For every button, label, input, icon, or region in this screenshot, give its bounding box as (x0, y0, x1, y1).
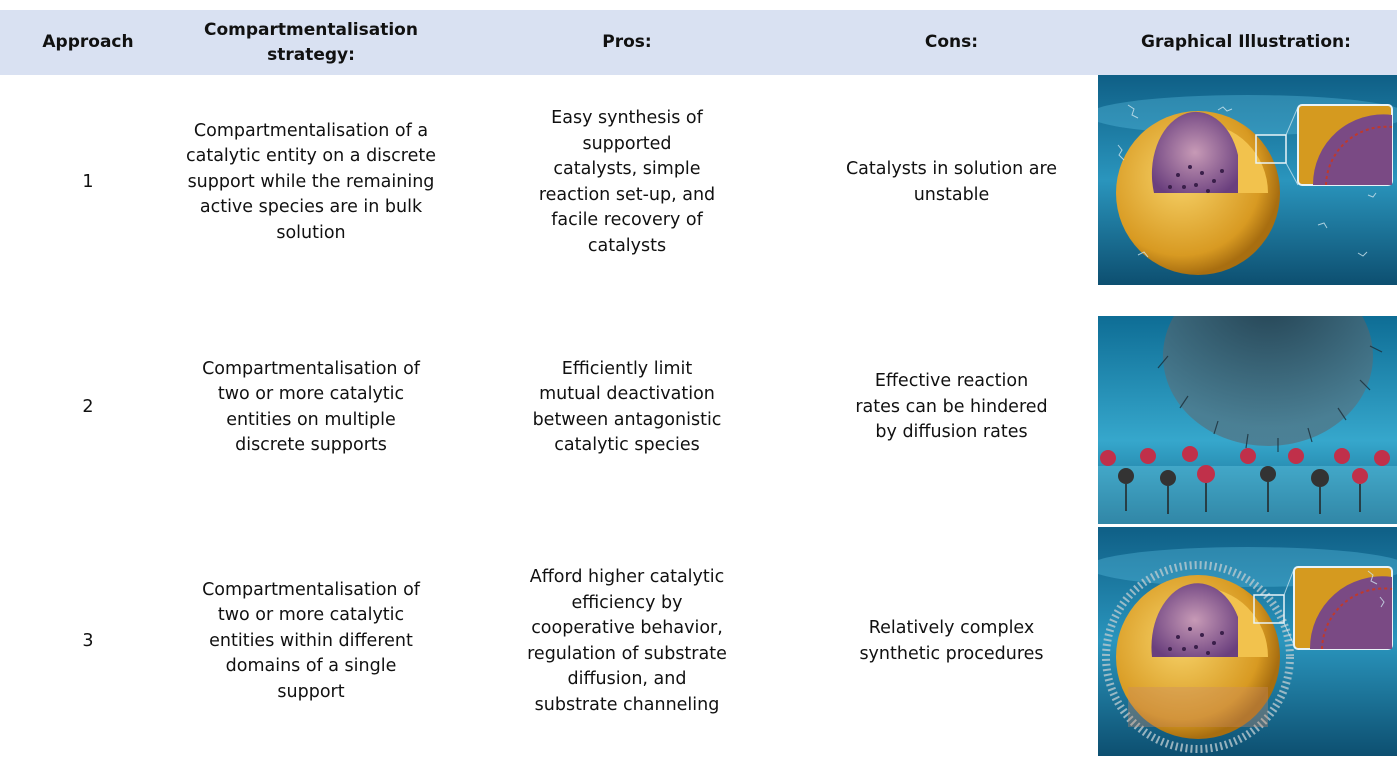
table-row: 1 Compartmentalisation of a catalytic en… (0, 75, 1397, 290)
cons-text: Relatively complex synthetic procedures (859, 618, 1044, 664)
approach-number: 3 (82, 630, 94, 651)
header-cons: Cons: (924, 32, 979, 52)
illustration-image-1 (1098, 75, 1397, 285)
pros-text: Easy synthesis of supported catalysts, s… (538, 108, 716, 256)
header-approach: Approach (42, 32, 134, 52)
illustration-image-2 (1098, 316, 1397, 524)
cons-text: Effective reaction rates can be hindered… (855, 371, 1048, 443)
strategy-text: Compartmentalisation of two or more cata… (202, 579, 420, 702)
strategy-text: Compartmentalisation of a catalytic enti… (186, 120, 436, 243)
approach-number: 1 (82, 171, 94, 192)
table-header: Approach Compartmentalisation strategy: … (0, 10, 1397, 75)
header-pros: Pros: (602, 32, 652, 52)
pros-text: Afford higher catalytic efficiency by co… (527, 567, 727, 715)
table-row: 2 Compartmentalisation of two or more ca… (0, 290, 1397, 525)
header-illustration: Graphical Illustration: (1141, 32, 1351, 52)
illustration-image-3 (1098, 527, 1397, 756)
table-row: 3 Compartmentalisation of two or more ca… (0, 525, 1397, 758)
cons-text: Catalysts in solution are unstable (845, 159, 1058, 205)
pros-text: Efficiently limit mutual deactivation be… (532, 358, 722, 456)
header-strategy: Compartmentalisation strategy: (204, 19, 418, 65)
approach-number: 2 (82, 396, 94, 417)
strategy-text: Compartmentalisation of two or more cata… (202, 358, 420, 456)
